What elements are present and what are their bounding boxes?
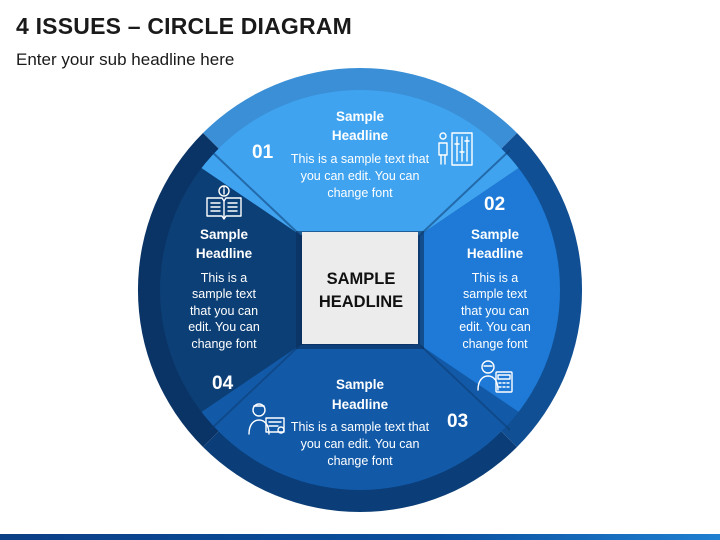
- section-04-headline-2: Headline: [196, 246, 253, 261]
- page-title: 4 ISSUES – CIRCLE DIAGRAM: [16, 13, 352, 39]
- section-02-number: 02: [484, 194, 505, 215]
- section-03-headline-2: Headline: [332, 397, 389, 412]
- section-04-panel: [160, 140, 300, 440]
- section-04-body-2: sample text: [192, 287, 256, 301]
- section-03-body-1: This is a sample text that: [291, 420, 430, 434]
- section-03-number: 03: [447, 411, 468, 432]
- section-04-number: 04: [212, 373, 234, 394]
- section-02-headline-1: Sample: [471, 227, 520, 242]
- section-01-headline-1: Sample: [336, 109, 385, 124]
- person-certificate-icon: [248, 403, 285, 435]
- center-line-2: HEADLINE: [319, 293, 403, 311]
- section-02-body-2: sample text: [463, 287, 527, 301]
- center-box: [302, 232, 418, 344]
- center-line-1: SAMPLE: [327, 270, 396, 288]
- section-02-body-1: This is a: [472, 271, 519, 285]
- section-01-body-1: This is a sample text that: [291, 152, 430, 166]
- section-03-body-3: change font: [327, 454, 393, 468]
- person-calculator-icon: [477, 360, 513, 393]
- page-subtitle: Enter your sub headline here: [16, 50, 235, 69]
- section-03-body-2: you can edit. You can: [301, 437, 420, 451]
- section-01-panel: [160, 90, 560, 235]
- section-02-body-4: edit. You can: [459, 320, 531, 334]
- footer-accent-bar: [0, 534, 720, 540]
- section-01-headline-2: Headline: [332, 128, 389, 143]
- section-03-panel: [160, 345, 560, 490]
- section-04-body-1: This is a: [201, 271, 248, 285]
- section-02-panel: [420, 140, 560, 440]
- person-sliders-icon: [438, 132, 473, 166]
- section-04-headline-1: Sample: [200, 227, 249, 242]
- section-03-headline-1: Sample: [336, 377, 385, 392]
- section-02-headline-2: Headline: [467, 246, 524, 261]
- section-04-body-4: edit. You can: [188, 320, 260, 334]
- open-book-info-icon: [206, 185, 242, 220]
- section-01-body-2: you can edit. You can: [301, 169, 420, 183]
- section-04-body-3: that you can: [190, 304, 258, 318]
- section-02-body-3: that you can: [461, 304, 529, 318]
- section-01-body-3: change font: [327, 186, 393, 200]
- section-01-number: 01: [252, 142, 274, 163]
- section-04-body-5: change font: [191, 337, 257, 351]
- section-02-body-5: change font: [462, 337, 528, 351]
